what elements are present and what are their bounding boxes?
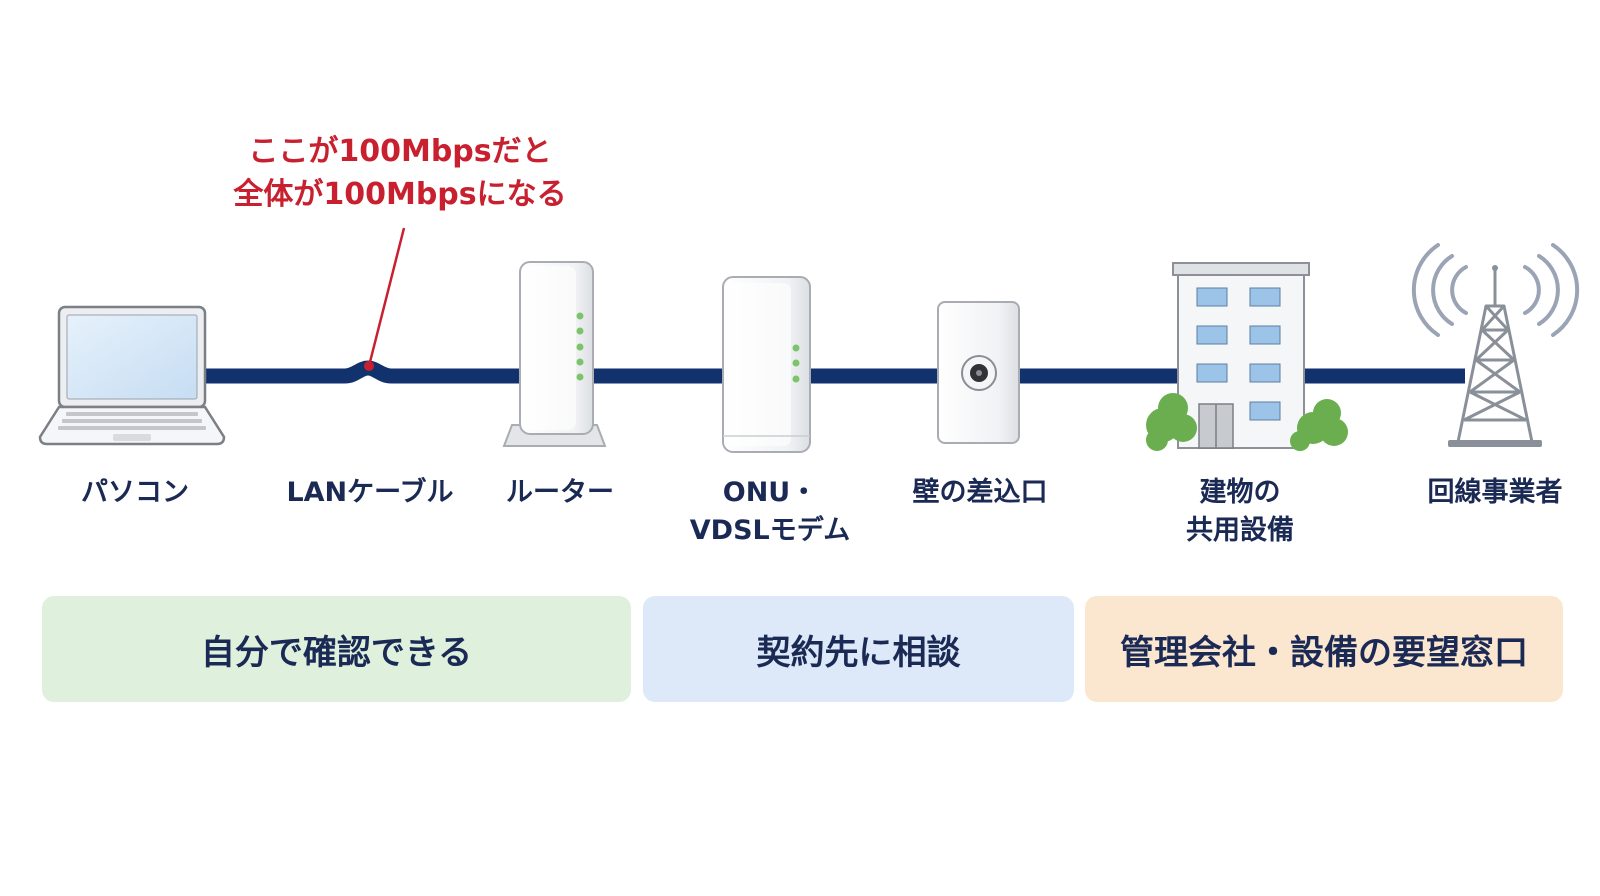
label-lan-cable: LANケーブル bbox=[286, 477, 454, 508]
building-icon bbox=[1146, 262, 1348, 451]
label-onu-modem: ONU・ VDSLモデム bbox=[670, 474, 870, 550]
label-onu-line-1: ONU・ bbox=[722, 477, 818, 508]
router-icon bbox=[502, 261, 607, 447]
label-building-line-1: 建物の bbox=[1199, 477, 1281, 508]
callout-pointer bbox=[364, 227, 406, 371]
onu-modem-icon bbox=[722, 276, 811, 453]
laptop-icon bbox=[38, 305, 226, 446]
callout-text: ここが100Mbpsだと 全体が100Mbpsになる bbox=[200, 130, 600, 216]
radio-tower-icon bbox=[1411, 243, 1580, 447]
label-onu-line-2: VDSLモデム bbox=[689, 515, 851, 546]
band-management: 管理会社・設備の要望窓口 bbox=[1085, 596, 1563, 702]
label-carrier: 回線事業者 bbox=[1427, 477, 1563, 508]
label-pc: パソコン bbox=[81, 477, 189, 508]
band-contract: 契約先に相談 bbox=[643, 596, 1074, 702]
band-self-check: 自分で確認できる bbox=[42, 596, 631, 702]
wall-outlet-icon bbox=[937, 301, 1020, 444]
label-building: 建物の 共用設備 bbox=[1160, 474, 1320, 550]
callout-line-1: ここが100Mbpsだと bbox=[248, 134, 552, 169]
label-building-line-2: 共用設備 bbox=[1186, 515, 1294, 546]
label-wall-outlet: 壁の差込口 bbox=[912, 477, 1048, 508]
label-router: ルーター bbox=[506, 477, 614, 508]
callout-line-2: 全体が100Mbpsになる bbox=[233, 177, 567, 212]
